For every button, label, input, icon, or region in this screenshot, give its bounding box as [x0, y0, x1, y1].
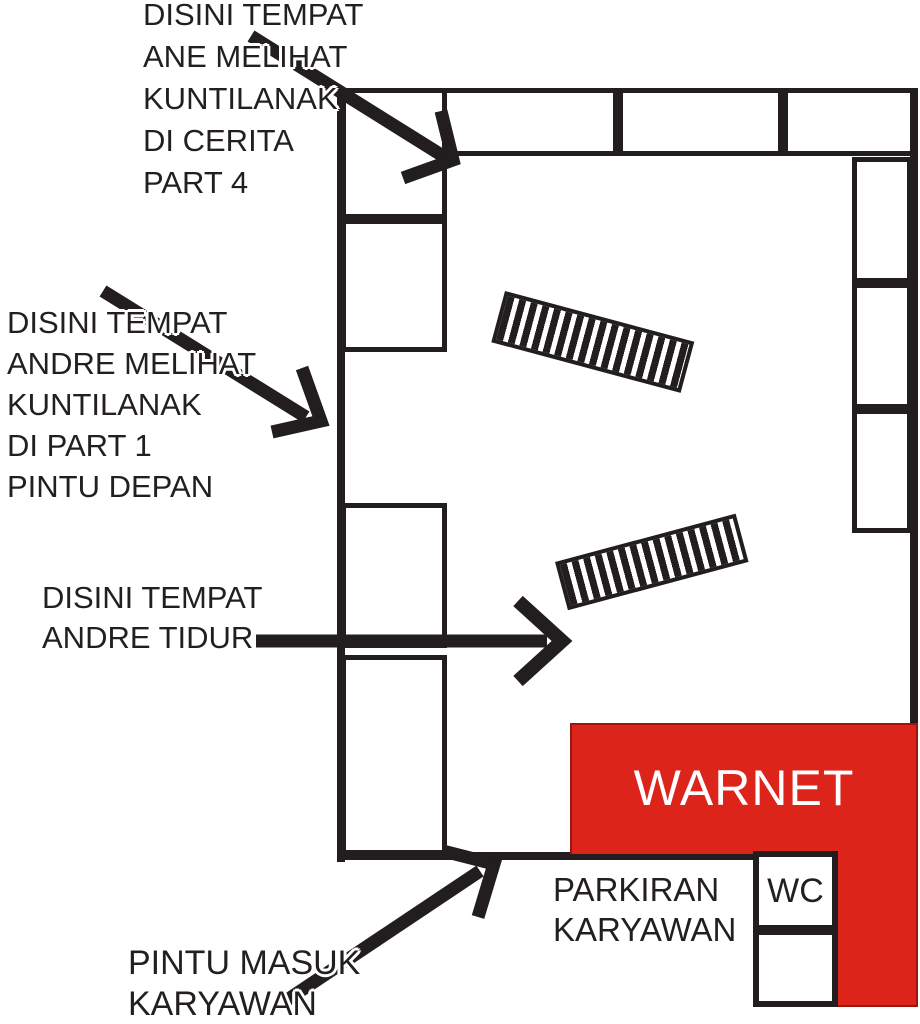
- room-top-1: [440, 88, 618, 156]
- room-right-3: [852, 409, 912, 533]
- annotation-tidur-line-1: DISINI TEMPAT: [42, 580, 263, 615]
- wall-left: [337, 88, 345, 862]
- room-top-3: [783, 88, 915, 156]
- room-left-4: [341, 655, 447, 855]
- hatched-table-2: [555, 513, 749, 611]
- annotation-part4-line-1: DISINI TEMPAT: [143, 0, 364, 32]
- parkiran-label: PARKIRAN KARYAWAN: [553, 870, 736, 950]
- warnet-label: WARNET: [633, 759, 855, 816]
- room-top-2: [618, 88, 783, 156]
- wall-right: [910, 88, 918, 725]
- warnet-area-extension: [838, 854, 918, 1007]
- parkiran-line-1: PARKIRAN: [553, 871, 720, 908]
- annotation-part4-line-5: PART 4: [143, 165, 249, 200]
- annotation-tidur: DISINI TEMPAT ANDRE TIDUR: [42, 578, 262, 658]
- wc-label: WC: [767, 871, 824, 910]
- parkiran-line-2: KARYAWAN: [553, 911, 737, 948]
- room-left-2: [341, 219, 447, 352]
- annotation-pintu-masuk: PINTU MASUK KARYAWAN: [128, 943, 360, 1024]
- annotation-part1-line-1: DISINI TEMPAT: [7, 305, 228, 340]
- annotation-tidur-line-2: ANDRE TIDUR: [42, 620, 254, 655]
- hatched-table-1: [491, 291, 695, 393]
- annotation-part4-line-4: DI CERITA: [143, 123, 294, 158]
- annotation-part4-line-3: KUNTILANAK: [143, 81, 338, 116]
- annotation-part1-line-2: ANDRE MELIHAT: [7, 346, 257, 381]
- annotation-pintu-masuk-line-1: PINTU MASUK: [128, 944, 361, 982]
- annotation-part4: DISINI TEMPAT ANE MELIHAT KUNTILANAK DI …: [143, 0, 363, 204]
- annotation-part1-line-4: DI PART 1: [7, 428, 152, 463]
- room-right-2: [852, 283, 912, 409]
- room-right-1: [852, 157, 912, 283]
- annotation-part1: DISINI TEMPAT ANDRE MELIHAT KUNTILANAK D…: [7, 302, 256, 507]
- annotation-pintu-masuk-line-2: KARYAWAN: [128, 985, 317, 1023]
- wc-room-2: [753, 929, 838, 1007]
- annotation-part1-line-5: PINTU DEPAN: [7, 469, 214, 504]
- annotation-part4-line-2: ANE MELIHAT: [143, 39, 348, 74]
- room-left-3: [341, 503, 447, 648]
- annotation-part1-line-3: KUNTILANAK: [7, 387, 202, 422]
- wc-room: WC: [753, 851, 838, 931]
- wall-bottom: [337, 852, 757, 860]
- warnet-area: WARNET: [570, 723, 918, 854]
